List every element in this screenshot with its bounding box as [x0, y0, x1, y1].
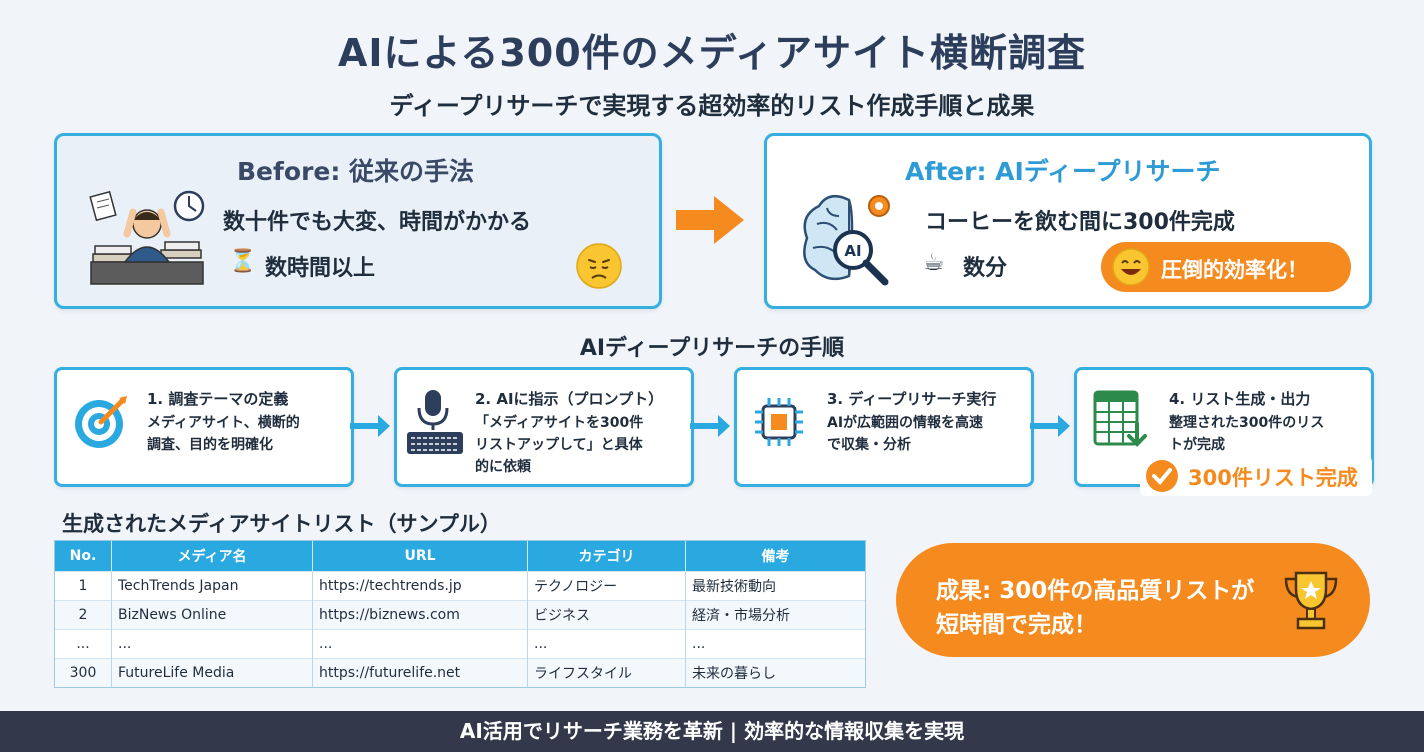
table-cell: 2 [55, 600, 112, 630]
table-cell: ライフスタイル [527, 658, 686, 687]
after-title: After: AIディープリサーチ [905, 157, 1221, 186]
step-1-title: 1. 調査テーマの定義 [147, 390, 289, 408]
result-line1: 成果: 300件の高品質リストが [936, 578, 1255, 604]
table-cell: TechTrends Japan [111, 571, 313, 601]
after-panel: After: AIディープリサーチ AI コーヒーを飲む間に300件完成 ☕ 数… [764, 133, 1372, 309]
stressed-worker-icon [87, 184, 207, 292]
table-header: No. [55, 541, 112, 572]
step-4-desc-line1: 整理された300件のリス [1169, 415, 1325, 431]
list-complete-badge: 300件リスト完成 [1140, 456, 1372, 496]
checkmark-icon [1144, 458, 1180, 498]
step-4-desc-line2: トが完成 [1169, 437, 1225, 453]
step-2-desc-line3: 的に依頼 [475, 459, 531, 475]
media-table: No. メディア名 URL カテゴリ 備考 1 TechTrends Japan… [55, 541, 865, 687]
table-cell: https://techtrends.jp [312, 571, 528, 601]
step-2-desc-line2: リストアップして」と具体 [475, 437, 643, 453]
table-cell: 300 [55, 658, 112, 687]
step-3-desc-line1: AIが広範囲の情報を高速 [827, 415, 984, 431]
table-cell: FutureLife Media [111, 658, 313, 687]
right-arrow-icon [676, 194, 746, 250]
result-banner: 成果: 300件の高品質リストが 短時間で完成！ [896, 543, 1370, 657]
footer-bar: AI活用でリサーチ業務を革新 | 効率的な情報収集を実現 [0, 711, 1424, 752]
steps-section-title: AIディープリサーチの手順 [579, 336, 845, 361]
table-cell: 最新技術動向 [685, 571, 865, 601]
step-1-desc-line1: メディアサイト、横断的 [147, 415, 300, 431]
table-cell: 1 [55, 571, 112, 601]
list-complete-label: 300件リスト完成 [1188, 466, 1358, 490]
table-row: 2 BizNews Online https://biznews.com ビジネ… [55, 600, 865, 630]
efficiency-badge-label: 圧倒的効率化！ [1161, 258, 1308, 282]
before-line2: 数時間以上 [265, 256, 376, 281]
table-cell: ビジネス [527, 600, 686, 630]
table-header: 備考 [685, 541, 865, 572]
table-cell: ... [527, 629, 686, 659]
page-subtitle: ディープリサーチで実現する超効率的リスト作成手順と成果 [389, 92, 1035, 120]
step-2-desc-line1: 「メディアサイトを300件 [475, 415, 644, 431]
ai-brain-icon: AI [793, 188, 905, 296]
spreadsheet-download-icon [1091, 390, 1153, 456]
table-cell: ... [55, 629, 112, 659]
step-arrow-icon [1030, 413, 1072, 443]
step-1-card: 1. 調査テーマの定義 メディアサイト、横断的 調査、目的を明確化 [54, 367, 354, 487]
efficiency-badge: 圧倒的効率化！ [1101, 242, 1351, 292]
after-line2: 数分 [963, 256, 1008, 281]
after-line1: コーヒーを飲む間に300件完成 [925, 210, 1235, 235]
table-cell: ... [685, 629, 865, 659]
target-icon [71, 392, 131, 456]
table-row: 1 TechTrends Japan https://techtrends.jp… [55, 571, 865, 601]
table-cell: https://futurelife.net [312, 658, 528, 687]
grinning-face-icon [1111, 247, 1151, 291]
result-line2: 短時間で完成！ [936, 612, 1097, 638]
step-arrow-icon [690, 413, 732, 443]
table-cell: BizNews Online [111, 600, 313, 630]
step-1-desc-line2: 調査、目的を明確化 [147, 437, 273, 453]
table-cell: ... [111, 629, 313, 659]
before-panel: Before: 従来の手法 数十件でも大変、時間がかかる ⏳ 数時間以上 [54, 133, 662, 309]
table-cell: 未来の暮らし [685, 658, 865, 687]
before-title: Before: 従来の手法 [237, 157, 475, 186]
page-title: AIによる300件のメディアサイト横断調査 [337, 31, 1087, 75]
table-title: 生成されたメディアサイトリスト（サンプル） [62, 512, 501, 536]
microphone-keyboard-icon [405, 388, 469, 460]
sad-face-icon [575, 242, 623, 294]
step-3-card: 3. ディープリサーチ実行 AIが広範囲の情報を高速 で収集・分析 [734, 367, 1034, 487]
step-2-title: 2. AIに指示（プロンプト） [475, 390, 664, 408]
table-header: カテゴリ [527, 541, 686, 572]
table-header: URL [312, 541, 528, 572]
hourglass-icon: ⏳ [229, 249, 257, 274]
processor-chip-icon [749, 392, 809, 456]
coffee-icon: ☕ [923, 248, 945, 276]
table-cell: https://biznews.com [312, 600, 528, 630]
trophy-icon [1278, 567, 1344, 637]
table-header-row: No. メディア名 URL カテゴリ 備考 [55, 541, 865, 572]
step-arrow-icon [350, 413, 392, 443]
step-4-title: 4. リスト生成・出力 [1169, 390, 1311, 408]
step-3-title: 3. ディープリサーチ実行 [827, 390, 997, 408]
table-cell: ... [312, 629, 528, 659]
ai-magnifier-label: AI [844, 242, 861, 260]
table-header: メディア名 [111, 541, 313, 572]
before-line1: 数十件でも大変、時間がかかる [223, 210, 532, 235]
table-row: ... ... ... ... ... [55, 629, 865, 659]
step-2-card: 2. AIに指示（プロンプト） 「メディアサイトを300件 リストアップして」と… [394, 367, 694, 487]
table-cell: テクノロジー [527, 571, 686, 601]
table-cell: 経済・市場分析 [685, 600, 865, 630]
media-table-wrapper: No. メディア名 URL カテゴリ 備考 1 TechTrends Japan… [54, 540, 866, 688]
table-row: 300 FutureLife Media https://futurelife.… [55, 658, 865, 687]
step-3-desc-line2: で収集・分析 [827, 437, 911, 453]
